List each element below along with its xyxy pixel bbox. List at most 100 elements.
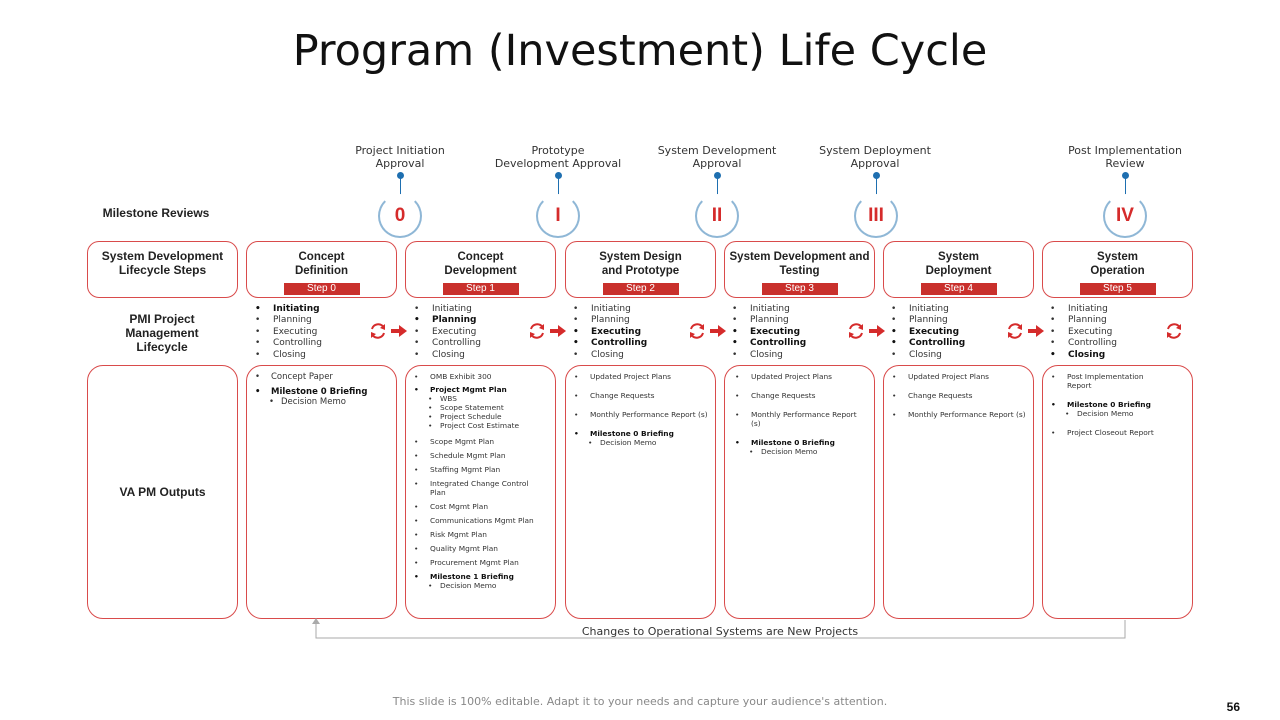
output-subitem: Decision Memo: [412, 581, 543, 590]
milestone-stem: [558, 176, 559, 196]
outputs-box-step3: Updated Project Plans Change Requests Mo…: [724, 365, 875, 619]
pmi-phase: Controlling: [730, 338, 806, 350]
step-box-5: System Operation Step 5: [1042, 241, 1193, 298]
pmi-phase: Planning: [730, 315, 806, 327]
output-item: Risk Mgmt Plan: [412, 530, 543, 539]
pmi-list-step2: Initiating Planning Executing Controllin…: [571, 304, 647, 361]
page-number: 56: [1226, 700, 1240, 714]
output-item: Project Mgmt Plan: [412, 385, 543, 394]
output-item: Change Requests: [890, 391, 1027, 400]
arrow-right-icon: [550, 325, 566, 337]
cycle-icon: [371, 323, 385, 339]
output-item: Cost Mgmt Plan: [412, 502, 543, 511]
output-item: Milestone 0 Briefing: [253, 387, 390, 397]
pmi-phase: Executing: [730, 327, 806, 339]
step-box-4: System Deployment Step 4: [883, 241, 1034, 298]
milestone-pin: [873, 172, 880, 179]
milestone-stem: [1125, 176, 1126, 196]
step-title: System Deployment: [925, 251, 992, 277]
step-box-2: System Design and Prototype Step 2: [565, 241, 716, 298]
milestone-label: Project Initiation Approval: [355, 144, 445, 170]
pmi-phase: Initiating: [889, 304, 965, 316]
pmi-phase: Closing: [1048, 350, 1117, 362]
output-item: Change Requests: [733, 391, 862, 400]
milestone-stem: [400, 176, 401, 196]
output-item: Schedule Mgmt Plan: [412, 451, 543, 460]
pmi-phase: Executing: [571, 327, 647, 339]
milestone-label: System Development Approval: [657, 144, 777, 170]
step-badge: Step 2: [602, 283, 679, 295]
pmi-phase: Executing: [1048, 327, 1117, 339]
pmi-phase: Planning: [253, 315, 322, 327]
cycle-icon: [690, 323, 704, 339]
lifecycle-steps-header-box: System Development Lifecycle Steps: [87, 241, 238, 298]
footer-note: This slide is 100% editable. Adapt it to…: [392, 695, 888, 708]
output-item: Updated Project Plans: [733, 372, 862, 381]
milestone-marker: II: [695, 194, 739, 238]
step-badge: Step 3: [761, 283, 838, 295]
output-item: Concept Paper: [253, 372, 390, 382]
arrow-right-icon: [1028, 325, 1044, 337]
pmi-phase: Closing: [412, 350, 481, 362]
step-title: Concept Development: [444, 251, 517, 277]
outputs-box-step4: Updated Project Plans Change Requests Mo…: [883, 365, 1034, 619]
output-subitem: Decision Memo: [1049, 409, 1162, 418]
outputs-label: VA PM Outputs: [119, 485, 206, 499]
pmi-phase: Planning: [889, 315, 965, 327]
output-item: Updated Project Plans: [890, 372, 1027, 381]
milestone-stem: [717, 176, 718, 196]
outputs-box-step5: Post Implementation Report Milestone 0 B…: [1042, 365, 1193, 619]
output-subitem: Decision Memo: [253, 397, 390, 407]
pmi-phase: Initiating: [1048, 304, 1117, 316]
milestone-label: Prototype Development Approval: [494, 144, 622, 170]
step-box-3: System Development and Testing Step 3: [724, 241, 875, 298]
milestone-marker: IV: [1103, 194, 1147, 238]
pmi-phase: Executing: [889, 327, 965, 339]
milestone-reviews-label: Milestone Reviews: [102, 206, 210, 220]
step-badge: Step 1: [442, 283, 519, 295]
output-item: Change Requests: [572, 391, 709, 400]
lifecycle-steps-label: System Development Lifecycle Steps: [101, 249, 224, 277]
step-badge: Step 4: [920, 283, 997, 295]
step-badge: Step 0: [283, 283, 360, 295]
pmi-list-step3: Initiating Planning Executing Controllin…: [730, 304, 806, 361]
pmi-phase: Initiating: [571, 304, 647, 316]
output-subitem: Scope Statement: [412, 403, 543, 412]
cycle-icon: [1008, 323, 1022, 339]
pmi-phase: Planning: [571, 315, 647, 327]
pmi-phase: Controlling: [253, 338, 322, 350]
step-box-0: Concept Definition Step 0: [246, 241, 397, 298]
output-item: Milestone 1 Briefing: [412, 572, 543, 581]
output-item: Updated Project Plans: [572, 372, 709, 381]
step-badge: Step 5: [1079, 283, 1156, 295]
pmi-phase: Planning: [1048, 315, 1117, 327]
pmi-phase: Executing: [412, 327, 481, 339]
milestone-pin: [714, 172, 721, 179]
milestone-marker: 0: [378, 194, 422, 238]
output-item: Milestone 0 Briefing: [1049, 400, 1162, 409]
pmi-list-step5: Initiating Planning Executing Controllin…: [1048, 304, 1117, 361]
output-subitem: Decision Memo: [572, 438, 709, 447]
pmi-phase: Closing: [889, 350, 965, 362]
milestone-marker: III: [854, 194, 898, 238]
output-item: Milestone 0 Briefing: [733, 438, 862, 447]
arrow-right-icon: [869, 325, 885, 337]
output-item: Staffing Mgmt Plan: [412, 465, 543, 474]
pmi-phase: Initiating: [730, 304, 806, 316]
output-item: Procurement Mgmt Plan: [412, 558, 543, 567]
output-item: Monthly Performance Report (s): [890, 410, 1027, 419]
pmi-list-step1: Initiating Planning Executing Controllin…: [412, 304, 481, 361]
pmi-phase: Initiating: [253, 304, 322, 316]
feedback-loop-label: Changes to Operational Systems are New P…: [581, 625, 859, 638]
outputs-box-step2: Updated Project Plans Change Requests Mo…: [565, 365, 716, 619]
output-subitem: Project Schedule: [412, 412, 543, 421]
pmi-phase: Initiating: [412, 304, 481, 316]
output-item: Communications Mgmt Plan: [412, 516, 543, 525]
output-subitem: Project Cost Estimate: [412, 421, 543, 430]
step-title: System Development and Testing: [729, 251, 870, 277]
pmi-lifecycle-label: PMI Project Management Lifecycle: [125, 312, 199, 354]
cycle-icon: [530, 323, 544, 339]
milestone-label: System Deployment Approval: [819, 144, 931, 170]
pmi-phase: Controlling: [889, 338, 965, 350]
output-item: Monthly Performance Report (s): [572, 410, 709, 419]
